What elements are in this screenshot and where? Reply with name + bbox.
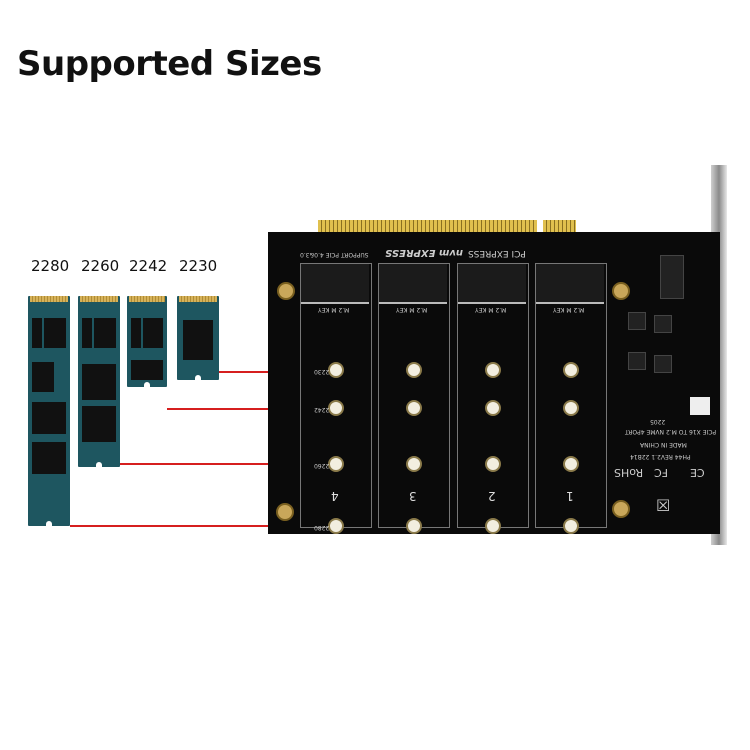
key-label: M.2 M KEY (318, 306, 350, 313)
key-label: M.2 M KEY (475, 306, 507, 313)
slot-number: 1 (566, 489, 574, 503)
hole-label: 2260 (314, 462, 330, 469)
standoff-hole (485, 456, 501, 472)
m2-connector (458, 264, 526, 304)
inductor (628, 312, 646, 330)
line-2242 (167, 408, 336, 410)
ssd-2260 (78, 296, 120, 467)
hole-label: 2280 (314, 524, 330, 531)
slot-number: 3 (409, 489, 417, 503)
page-title: Supported Sizes (17, 44, 322, 84)
standoff-hole (563, 400, 579, 416)
m2-connector (301, 264, 369, 304)
m2-connector (379, 264, 447, 304)
m2-connector (536, 264, 604, 304)
standoff-hole (406, 362, 422, 378)
nvme-logo: nvm EXPRESS (385, 247, 463, 258)
standoff-hole (563, 518, 579, 534)
hole-label: 2230 (314, 368, 330, 375)
standoff-hole (406, 400, 422, 416)
standoff-hole (485, 362, 501, 378)
slot-number: 2 (488, 489, 496, 503)
size-label-2280: 2280 (31, 257, 70, 275)
support-text: SUPPORT PCIE 4.0&3.0 (300, 251, 369, 258)
power-connector (690, 397, 710, 415)
regulator-chip (654, 355, 672, 373)
standoff-hole (406, 456, 422, 472)
standoff-hole (563, 362, 579, 378)
controller-chip (660, 255, 684, 299)
ssd-2242 (127, 296, 167, 387)
revision-text: PH44 REV2.1 22B14 (630, 453, 691, 460)
regulator-chip (654, 315, 672, 333)
date-code: 2205 (650, 418, 666, 425)
weee-bin-icon: ☒ (656, 496, 671, 515)
key-label: M.2 M KEY (396, 306, 428, 313)
mount-hole (612, 282, 630, 300)
standoff-hole (406, 518, 422, 534)
mount-hole (277, 282, 295, 300)
size-label-2230: 2230 (179, 257, 218, 275)
made-in-text: MADE IN CHINA (640, 441, 687, 448)
standoff-hole (563, 456, 579, 472)
fcc-mark: FC (654, 466, 669, 479)
mount-hole (276, 503, 294, 521)
line-2280 (70, 525, 336, 527)
ssd-2230 (177, 296, 219, 380)
size-label-2242: 2242 (129, 257, 168, 275)
slot-number: 4 (331, 489, 339, 503)
standoff-hole (328, 456, 344, 472)
key-label: M.2 M KEY (553, 306, 585, 313)
inductor (628, 352, 646, 370)
hole-label: 2242 (314, 406, 330, 413)
rohs-mark: RoHS (614, 466, 644, 479)
pcie-fingers-short (543, 220, 576, 234)
pcie-fingers (318, 220, 537, 234)
line-2260 (120, 463, 336, 465)
standoff-hole (485, 400, 501, 416)
ce-mark: CE (690, 466, 705, 479)
product-text: PCIE X16 TO M.2 NVME 4PORT (625, 428, 717, 435)
pci-express-logo: PCI EXPRESS (468, 248, 526, 258)
standoff-hole (328, 518, 344, 534)
mount-hole (612, 500, 630, 518)
standoff-hole (328, 362, 344, 378)
standoff-hole (485, 518, 501, 534)
standoff-hole (328, 400, 344, 416)
size-label-2260: 2260 (81, 257, 120, 275)
ssd-2280 (28, 296, 70, 526)
